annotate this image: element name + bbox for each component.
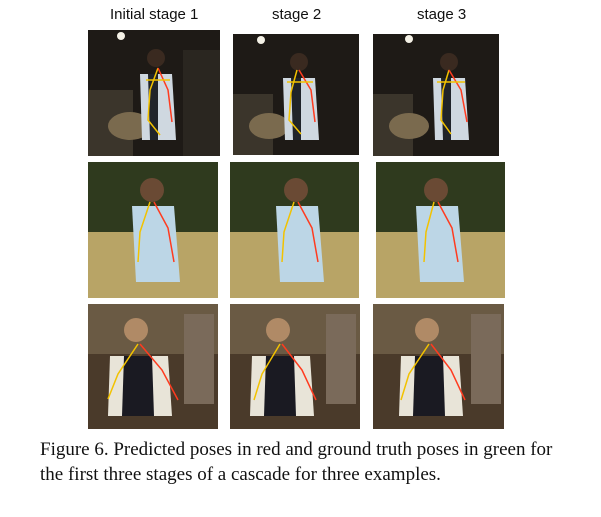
image-row1-stage3: [373, 34, 499, 156]
column-label-stage-3: stage 3: [417, 6, 467, 23]
image-row2-stage1: [88, 162, 218, 298]
image-row3-stage2: [230, 304, 360, 429]
image-row1-stage2: [233, 34, 359, 155]
image-row2-stage3: [376, 162, 505, 298]
image-row2-stage2: [230, 162, 359, 298]
column-label-initial-stage: Initial stage 1: [110, 6, 199, 23]
image-row3-stage1: [88, 304, 218, 429]
image-row1-stage1: [88, 30, 220, 156]
column-label-stage-2: stage 2: [272, 6, 322, 23]
image-row3-stage3: [373, 304, 504, 429]
figure-caption: Figure 6. Predicted poses in red and gro…: [40, 439, 553, 485]
